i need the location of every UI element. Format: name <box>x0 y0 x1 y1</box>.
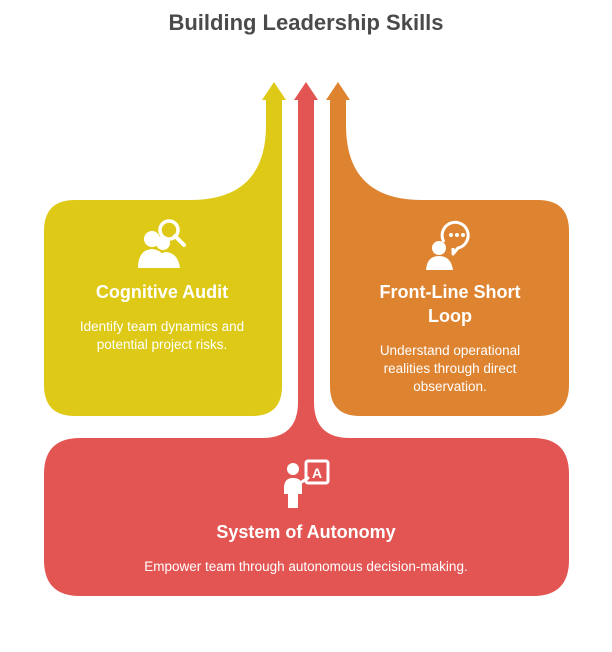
cognitive-audit-heading: Cognitive Audit <box>95 282 229 302</box>
front-line-short-loop-shape <box>326 82 569 416</box>
person-search-icon <box>138 219 186 268</box>
system-of-autonomy-description: Empower team through autonomous decision… <box>144 559 468 574</box>
orange-arrow-head <box>326 82 350 100</box>
page-title: Building Leadership Skills <box>168 10 444 35</box>
front-line-short-loop-text: Front-Line Short Loop Understand operati… <box>362 280 538 396</box>
yellow-arrow-head <box>262 82 286 100</box>
front-line-short-loop-description: Understand operational realities through… <box>379 343 521 394</box>
front-line-short-loop-heading: Front-Line Short Loop <box>379 282 521 326</box>
system-of-autonomy-shape <box>44 82 569 596</box>
red-arrow-stem <box>44 100 569 596</box>
cognitive-audit-text: Cognitive Audit Identify team dynamics a… <box>74 280 250 354</box>
system-of-autonomy-heading: System of Autonomy <box>216 522 396 542</box>
orange-arrow-stem <box>330 100 569 416</box>
cognitive-audit-description: Identify team dynamics and potential pro… <box>79 319 245 352</box>
person-speech-bubble-icon <box>426 220 470 270</box>
person-presentation-board-icon: A <box>284 459 330 508</box>
red-arrow-head <box>294 82 318 100</box>
svg-text:A: A <box>312 465 322 481</box>
system-of-autonomy-text: System of Autonomy Empower team through … <box>100 520 512 576</box>
